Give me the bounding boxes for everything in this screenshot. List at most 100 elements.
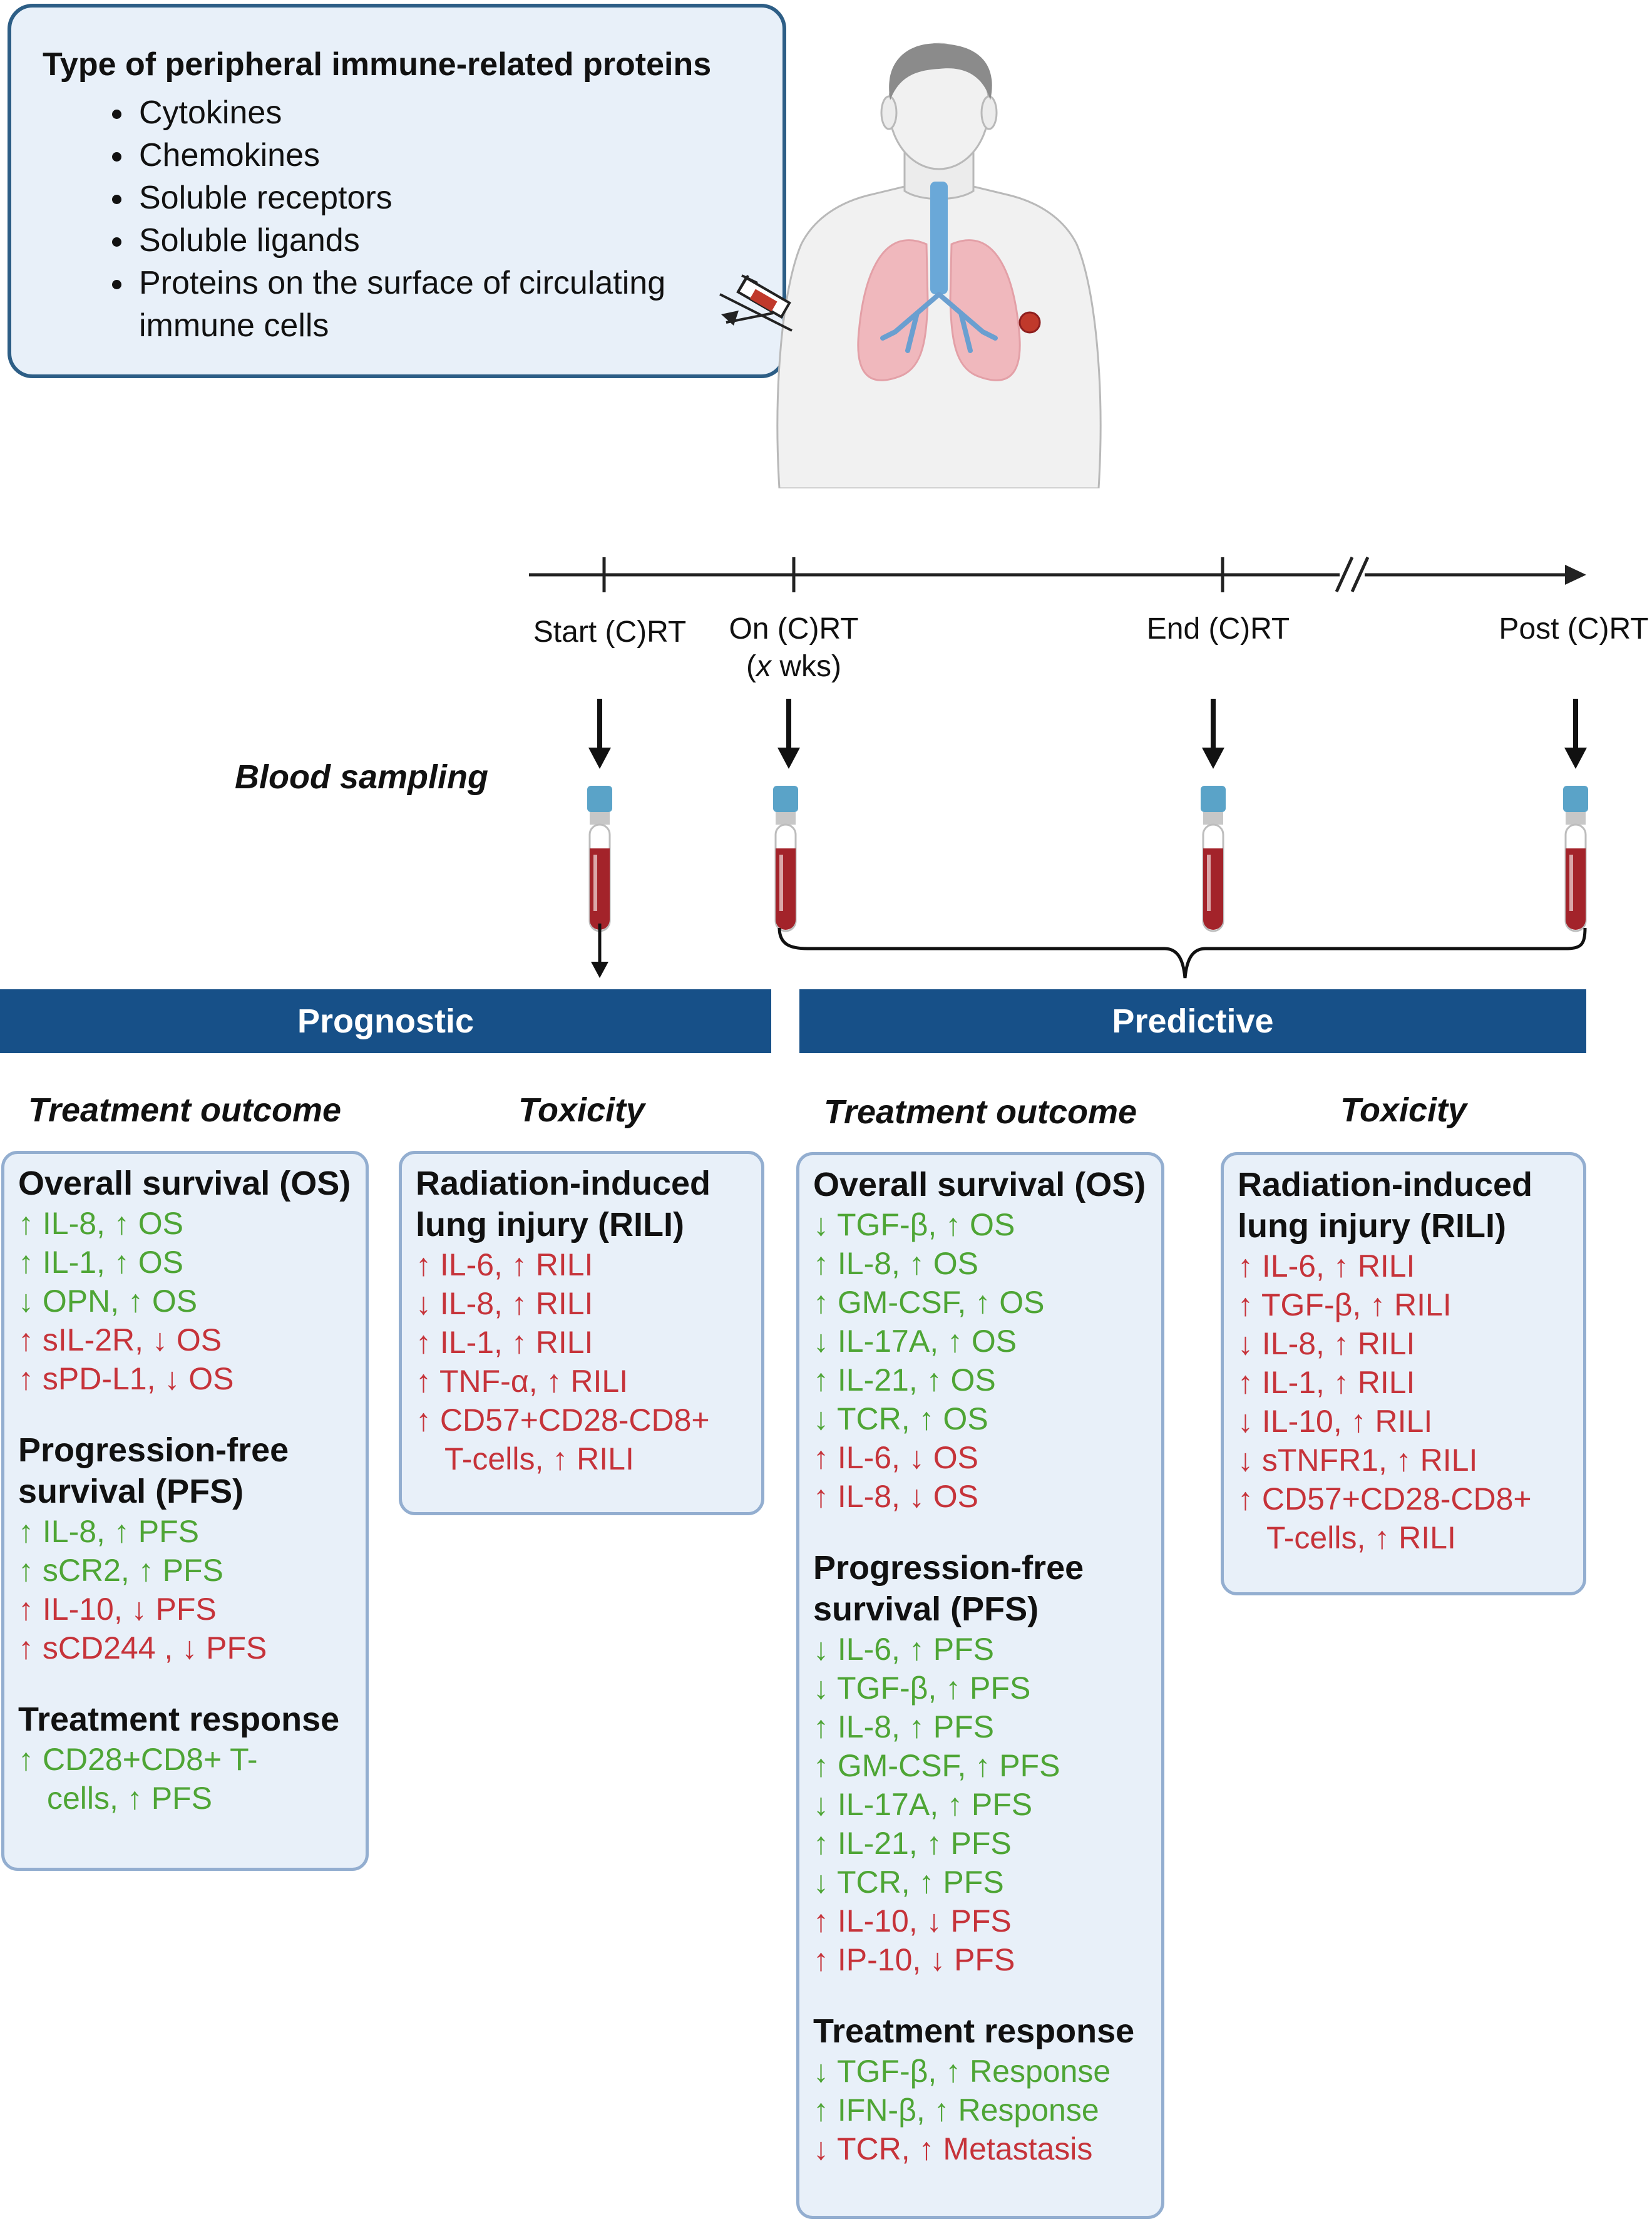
rili-subtitle-line2: lung injury (RILI) bbox=[416, 1206, 684, 1243]
list-item: ↑ IL-10, ↓ PFS bbox=[813, 1903, 1012, 1938]
blood-tube-icon bbox=[1199, 785, 1227, 932]
timeline-label-on-weeks: wks) bbox=[771, 650, 841, 683]
section-connectors bbox=[591, 924, 1587, 979]
ear-shape bbox=[980, 95, 998, 130]
list-item: ↑ GM-CSF, ↑ PFS bbox=[813, 1748, 1060, 1783]
list-item: ↑ sPD-L1, ↓ OS bbox=[18, 1361, 234, 1396]
timeline-label-start: Start (C)RT bbox=[533, 615, 687, 649]
timeline-label-on-x: x bbox=[756, 650, 771, 683]
list-item: ↓ IL-17A, ↑ OS bbox=[813, 1324, 1017, 1359]
list-item: ↓ TGF-β, ↑ Response bbox=[813, 2054, 1111, 2089]
down-arrow-start bbox=[588, 699, 611, 769]
list-item: ↓ IL-10, ↑ RILI bbox=[1238, 1404, 1433, 1439]
list-item: ↓ TGF-β, ↑ PFS bbox=[813, 1671, 1031, 1706]
pfs-subtitle-line1: Progression-free bbox=[18, 1431, 289, 1469]
list-item: ↑ TNF-α, ↑ RILI bbox=[416, 1364, 628, 1399]
human-torso-illustration bbox=[719, 43, 1102, 488]
response-subtitle: Treatment response bbox=[18, 1701, 340, 1738]
os-subtitle: Overall survival (OS) bbox=[813, 1166, 1146, 1203]
list-item: ↓ TCR, ↑ Metastasis bbox=[813, 2131, 1093, 2166]
list-item: ↑ TGF-β, ↑ RILI bbox=[1238, 1287, 1452, 1322]
list-item: cells, ↑ PFS bbox=[47, 1781, 212, 1816]
timeline-arrowhead bbox=[1565, 565, 1586, 585]
pfs-subtitle-line2: survival (PFS) bbox=[18, 1473, 244, 1510]
list-item: ↑ IL-8, ↑ PFS bbox=[813, 1709, 994, 1744]
list-item: ↑ IL-1, ↑ OS bbox=[18, 1245, 183, 1280]
list-item: ↑ IL-21, ↑ OS bbox=[813, 1362, 996, 1398]
pfs-list: ↑ IL-8, ↑ PFS ↑ sCR2, ↑ PFS ↑ IL-10, ↓ PFS… bbox=[18, 1512, 366, 1667]
list-item: Soluble receptors bbox=[135, 177, 757, 219]
list-item: ↓ TCR, ↑ PFS bbox=[813, 1865, 1004, 1900]
list-item: Soluble ligands bbox=[135, 219, 757, 262]
rili-subtitle-line2: lung injury (RILI) bbox=[1238, 1207, 1506, 1245]
list-item: ↑ CD28+CD8+ T- bbox=[18, 1742, 258, 1777]
timeline-label-on: On (C)RT (x wks) bbox=[681, 610, 906, 686]
list-item: ↑ IL-6, ↓ OS bbox=[813, 1440, 978, 1475]
predictive-outcome-box: Overall survival (OS) ↓ TGF-β, ↑ OS ↑ IL-… bbox=[796, 1152, 1164, 2219]
list-item: ↑ sIL-2R, ↓ OS bbox=[18, 1322, 222, 1357]
timeline-label-post: Post (C)RT bbox=[1499, 612, 1649, 646]
list-item: ↓ IL-8, ↑ RILI bbox=[1238, 1326, 1415, 1361]
rili-subtitle-line1: Radiation-induced bbox=[416, 1165, 711, 1202]
response-list: ↓ TGF-β, ↑ Response ↑ IFN-β, ↑ Response↓ … bbox=[813, 2052, 1161, 2168]
list-item: ↑ IL-21, ↑ PFS bbox=[813, 1826, 1012, 1861]
list-item: T-cells, ↑ RILI bbox=[444, 1441, 634, 1476]
list-item: ↑ IL-8, ↑ OS bbox=[813, 1246, 978, 1281]
predictive-toxicity-box: Radiation-induced lung injury (RILI) ↑ I… bbox=[1221, 1152, 1586, 1595]
blood-tube-icon bbox=[772, 785, 799, 932]
list-item: ↑ IL-8, ↑ OS bbox=[18, 1206, 183, 1241]
predictive-toxicity-title: Toxicity bbox=[1340, 1091, 1467, 1129]
list-item: ↑ IL-6, ↑ RILI bbox=[416, 1247, 593, 1282]
axis-break-mark bbox=[1350, 556, 1370, 593]
down-arrow-on bbox=[777, 699, 800, 769]
predictive-outcome-title: Treatment outcome bbox=[823, 1093, 1137, 1131]
protein-types-box: Type of peripheral immune-related protei… bbox=[8, 4, 786, 378]
syringe-icon bbox=[719, 274, 793, 332]
list-item: ↑ CD57+CD28-CD8+ bbox=[1238, 1481, 1532, 1516]
list-item: ↓ sTNFR1, ↑ RILI bbox=[1238, 1443, 1478, 1478]
list-item: ↓ IL-8, ↑ RILI bbox=[416, 1286, 593, 1321]
list-item: ↑ IL-1, ↑ RILI bbox=[1238, 1365, 1415, 1400]
tumor-icon bbox=[1018, 311, 1041, 334]
list-item: T-cells, ↑ RILI bbox=[1266, 1520, 1456, 1555]
prognostic-toxicity-box: Radiation-induced lung injury (RILI) ↑ I… bbox=[399, 1151, 764, 1515]
ear-shape bbox=[880, 95, 898, 130]
prognostic-arrowhead bbox=[591, 962, 608, 978]
down-arrow-end bbox=[1202, 699, 1224, 769]
pfs-subtitle-line2: survival (PFS) bbox=[813, 1590, 1039, 1628]
list-item: ↑ IFN-β, ↑ Response bbox=[813, 2093, 1099, 2128]
list-item: ↑ CD57+CD28-CD8+ bbox=[416, 1403, 710, 1438]
list-item: ↓ IL-17A, ↑ PFS bbox=[813, 1787, 1033, 1822]
list-item: ↑ IL-8, ↓ OS bbox=[813, 1479, 978, 1514]
list-item: ↑ IL-8, ↑ PFS bbox=[18, 1514, 199, 1549]
prognostic-outcome-box: Overall survival (OS) ↑ IL-8, ↑ OS ↑ IL-1… bbox=[1, 1151, 369, 1871]
list-item: ↑ IL-10, ↓ PFS bbox=[18, 1592, 217, 1627]
predictive-brace bbox=[777, 927, 1587, 979]
list-item: ↓ TGF-β, ↑ OS bbox=[813, 1207, 1015, 1242]
pfs-list: ↓ IL-6, ↑ PFS↓ TGF-β, ↑ PFS↑ IL-8, ↑ PFS… bbox=[813, 1630, 1161, 1979]
bronchi-shape bbox=[880, 292, 998, 353]
timeline-axis bbox=[529, 556, 1586, 593]
list-item: Chemokines bbox=[135, 134, 757, 177]
list-item: ↑ sCR2, ↑ PFS bbox=[18, 1553, 223, 1588]
hair-shape bbox=[889, 43, 992, 100]
rili-subtitle-line1: Radiation-induced bbox=[1238, 1166, 1532, 1203]
blood-sampling-label: Blood sampling bbox=[235, 758, 488, 796]
timeline-label-on-line1: On (C)RT bbox=[729, 612, 859, 646]
down-arrow-post bbox=[1564, 699, 1587, 769]
response-subtitle: Treatment response bbox=[813, 2012, 1135, 2050]
list-item: ↑ GM-CSF, ↑ OS bbox=[813, 1285, 1045, 1320]
prognostic-outcome-title: Treatment outcome bbox=[28, 1091, 342, 1129]
os-list: ↓ TGF-β, ↑ OS ↑ IL-8, ↑ OS ↑ GM-CSF, ↑ OS ↓… bbox=[813, 1205, 1161, 1516]
list-item: ↓ OPN, ↑ OS bbox=[18, 1284, 198, 1319]
trachea-shape bbox=[930, 182, 948, 294]
list-item: Cytokines bbox=[135, 91, 757, 134]
os-subtitle: Overall survival (OS) bbox=[18, 1165, 351, 1202]
list-item: ↓ TCR, ↑ OS bbox=[813, 1401, 988, 1436]
prognostic-toxicity-title: Toxicity bbox=[518, 1091, 645, 1129]
protein-types-list: Cytokines Chemokines Soluble receptors S… bbox=[36, 91, 757, 347]
blood-tube-icon bbox=[586, 785, 613, 932]
list-item: ↑ IL-6, ↑ RILI bbox=[1238, 1248, 1415, 1284]
prognostic-banner: Prognostic bbox=[0, 989, 771, 1053]
pfs-subtitle-line1: Progression-free bbox=[813, 1549, 1084, 1587]
